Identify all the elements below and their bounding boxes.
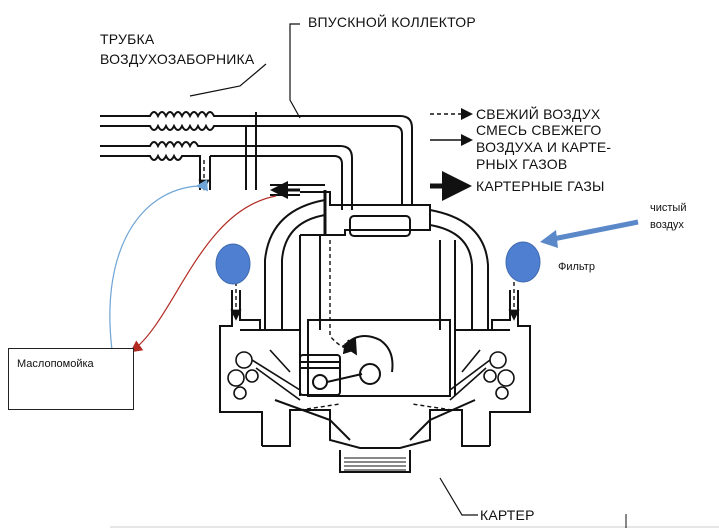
- label-leaders: [189, 23, 301, 119]
- engine-body: [219, 290, 531, 473]
- oil-pan-fill: [344, 457, 406, 471]
- red-gas-curve: [130, 195, 277, 353]
- clean-air-label-line2: воздух: [650, 219, 684, 231]
- intake-manifold-label: ВПУСКНОЙ КОЛЛЕКТОР: [308, 13, 476, 30]
- legend-item-2-line3: РНЫХ ГАЗОВ: [476, 156, 567, 172]
- oil-trap-box: Маслопомойка: [8, 348, 134, 410]
- crankcase-label: КАРТЕР: [480, 507, 535, 523]
- piston-assembly: [299, 335, 394, 396]
- legend-item-1-line1: СВЕЖИЙ ВОЗДУХ: [476, 105, 601, 122]
- right-valve-train: [449, 349, 515, 401]
- legend-item-2-line1: СМЕСЬ СВЕЖЕГО: [476, 122, 601, 138]
- oil-trap-label: Маслопомойка: [17, 358, 94, 370]
- fresh-air-flow: [198, 160, 520, 411]
- intake-tube-label-line2: ВОЗДУХОЗАБОРНИКА: [100, 51, 255, 67]
- left-valve-train: [227, 349, 301, 401]
- clean-air-label-line1: чистый: [650, 202, 686, 214]
- right-filter-circle: [505, 241, 541, 283]
- filter-label: Фильтр: [558, 261, 595, 273]
- legend-item-2-line2: ВОЗДУХА И КАРТЕ-: [476, 139, 611, 155]
- left-filter-circle: [215, 243, 251, 285]
- crankcase-leader: [439, 477, 478, 516]
- manifold-block: [264, 184, 489, 330]
- blue-return-curve: [109, 179, 208, 351]
- legend: СВЕЖИЙ ВОЗДУХ СМЕСЬ СВЕЖЕГО ВОЗДУХА И КА…: [430, 105, 611, 201]
- clean-air-arrowhead: [540, 230, 558, 248]
- crankcase-gas-flow: [270, 181, 327, 235]
- intake-tubes: [100, 111, 413, 210]
- intake-tube-label-line1: ТРУБКА: [100, 31, 155, 47]
- clean-air-arrow: [547, 219, 639, 243]
- legend-item-3-line1: КАРТЕРНЫЕ ГАЗЫ: [476, 178, 605, 194]
